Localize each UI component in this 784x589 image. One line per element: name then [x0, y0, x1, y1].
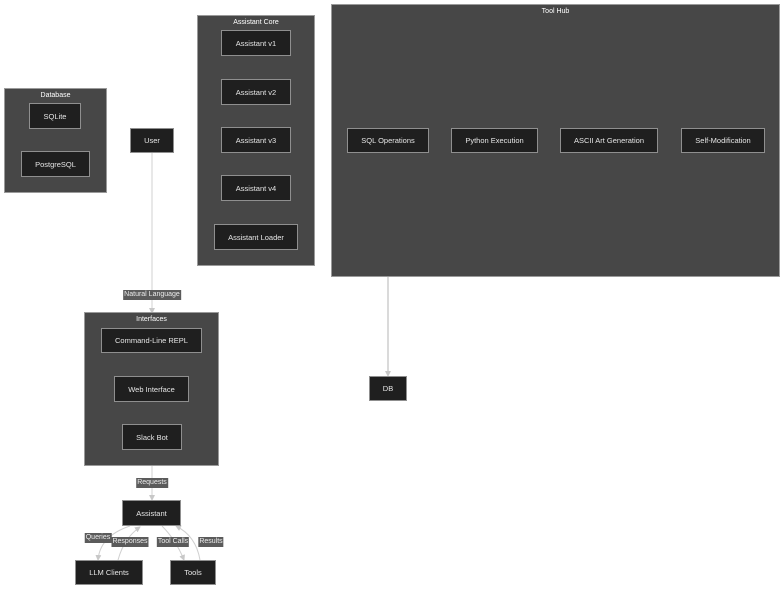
cluster-interfaces-title: Interfaces [136, 316, 167, 323]
edge-label-requests: Requests [136, 478, 168, 488]
node-postgresql[interactable]: PostgreSQL [21, 151, 90, 177]
node-assistant-v2[interactable]: Assistant v2 [221, 79, 291, 105]
cluster-tool-hub-title: Tool Hub [541, 8, 570, 15]
edge-label-natural-language: Natural Language [123, 290, 181, 300]
node-user[interactable]: User [130, 128, 174, 153]
edge-label-results: Results [198, 537, 224, 547]
edge-label-responses: Responses [111, 537, 149, 547]
node-assistant-loader[interactable]: Assistant Loader [214, 224, 298, 250]
node-assistant-v3[interactable]: Assistant v3 [221, 127, 291, 153]
cluster-assistant-core-title: Assistant Core [233, 19, 279, 26]
node-python-execution[interactable]: Python Execution [451, 128, 538, 153]
node-assistant-v4[interactable]: Assistant v4 [221, 175, 291, 201]
node-assistant[interactable]: Assistant [122, 500, 181, 526]
node-sql-operations[interactable]: SQL Operations [347, 128, 429, 153]
edge-label-tool-calls: Tool Calls [156, 537, 190, 547]
node-ascii-art-generation[interactable]: ASCII Art Generation [560, 128, 658, 153]
cluster-database-title: Database [40, 92, 71, 99]
node-web-interface[interactable]: Web Interface [114, 376, 189, 402]
node-tools[interactable]: Tools [170, 560, 216, 585]
edge-label-queries: Queries [84, 533, 112, 543]
node-command-line-repl[interactable]: Command-Line REPL [101, 328, 202, 353]
node-slack-bot[interactable]: Slack Bot [122, 424, 182, 450]
node-sqlite[interactable]: SQLite [29, 103, 81, 129]
node-self-modification[interactable]: Self-Modification [681, 128, 765, 153]
node-db[interactable]: DB [369, 376, 407, 401]
node-llm-clients[interactable]: LLM Clients [75, 560, 143, 585]
node-assistant-v1[interactable]: Assistant v1 [221, 30, 291, 56]
